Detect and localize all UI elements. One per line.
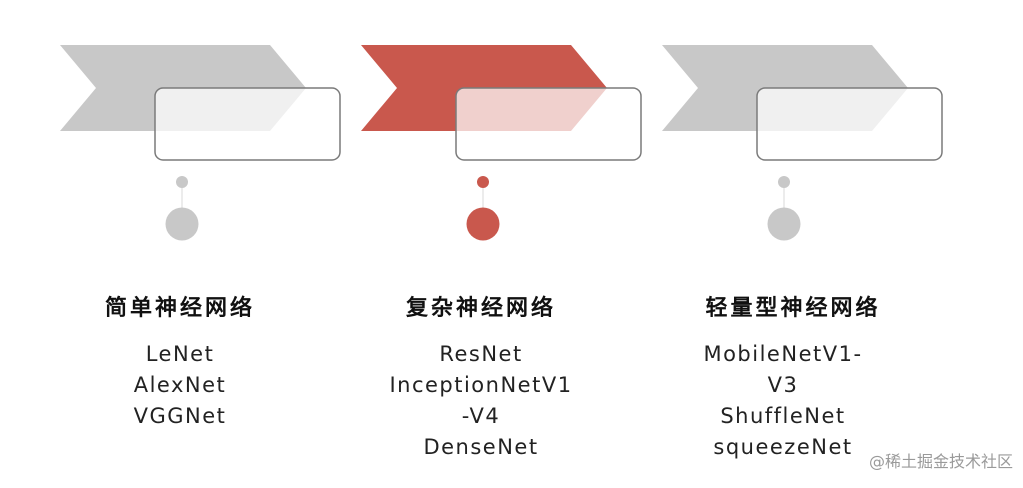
overlay-box-simple [154, 87, 341, 161]
list-item: VGGNet [133, 404, 227, 428]
column-title-simple: 简单神经网络 [104, 296, 255, 321]
list-item: ShuffleNet [720, 404, 846, 428]
column-items-complex: ResNet InceptionNetV1 -V4 DenseNet [331, 339, 631, 463]
big-dot-lightweight [767, 207, 801, 241]
list-item: MobileNetV1- [703, 342, 863, 366]
list-item: squeezeNet [713, 435, 853, 459]
column-title-lightweight: 轻量型神经网络 [705, 296, 881, 321]
watermark: @稀土掘金技术社区 [868, 452, 1013, 471]
list-item: ResNet [439, 342, 523, 366]
list-item: InceptionNetV1 [389, 373, 573, 397]
small-dot-simple [176, 176, 188, 188]
small-dot-lightweight [778, 176, 790, 188]
overlay-box-complex [455, 87, 642, 161]
column-title-complex: 复杂神经网络 [405, 296, 556, 321]
column-items-lightweight: MobileNetV1- V3 ShuffleNet squeezeNet [633, 339, 933, 463]
list-item: LeNet [145, 342, 215, 366]
list-item: V3 [767, 373, 799, 397]
column-items-simple: LeNet AlexNet VGGNet [30, 339, 330, 432]
big-dot-simple [165, 207, 199, 241]
list-item: AlexNet [133, 373, 227, 397]
big-dot-complex [466, 207, 500, 241]
small-dot-complex [477, 176, 489, 188]
overlay-box-lightweight [756, 87, 943, 161]
list-item: -V4 [461, 404, 501, 428]
list-item: DenseNet [423, 435, 539, 459]
